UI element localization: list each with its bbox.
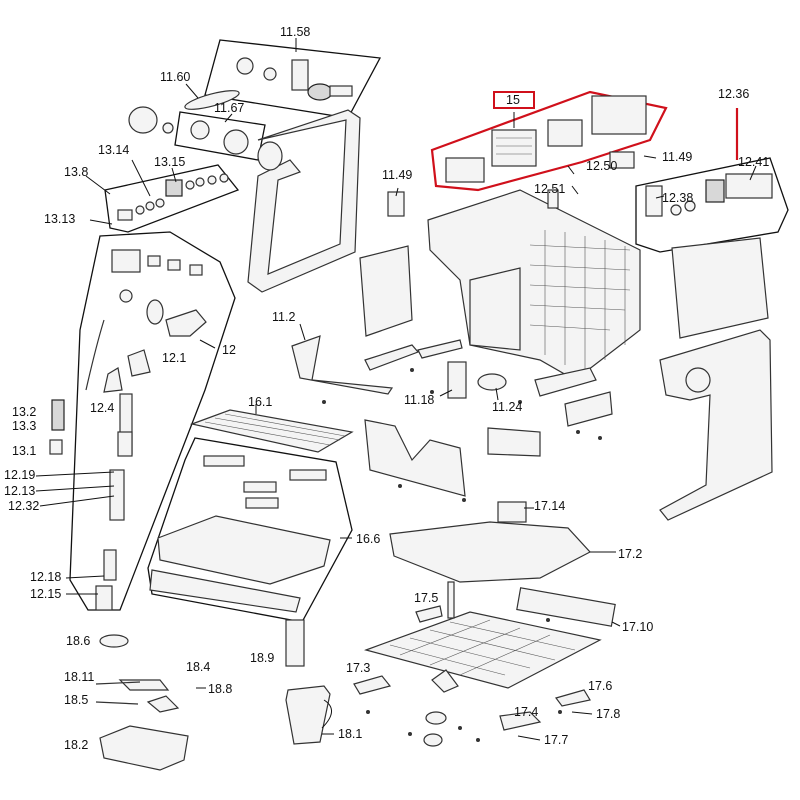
label-12-15: 12.15: [30, 587, 62, 601]
label-15: 15: [506, 93, 520, 107]
base-tray-part: [389, 521, 591, 583]
foot-part-17-4: [499, 711, 542, 731]
group-outline-16-6: [147, 437, 353, 623]
valve-part-11-18: [447, 361, 467, 399]
right-cover-part: [659, 329, 773, 521]
label-13-15: 13.15: [154, 155, 186, 169]
label-12-4: 12.4: [90, 401, 115, 415]
label-16-6: 16.6: [356, 532, 381, 546]
label-18-1: 18.1: [338, 727, 363, 741]
label-18-9: 18.9: [250, 651, 275, 665]
foot-part-17-6: [554, 689, 591, 707]
accessory-tray-part: [99, 725, 189, 771]
label-11-67: 11.67: [214, 101, 245, 115]
trim-part-11-2: [291, 335, 394, 395]
label-11-49-top: 11.49: [662, 150, 693, 164]
control-board-part: [491, 129, 537, 167]
label-12-18: 12.18: [30, 570, 62, 584]
foot-part-17-3: [353, 675, 392, 695]
group-outline-12: [69, 231, 236, 611]
group-outline-11-67: [174, 111, 266, 161]
group-outline-12-36: [635, 157, 789, 253]
highlight-group-15: [430, 90, 668, 192]
label-12-51: 12.51: [534, 182, 566, 196]
frame-arm-left: [247, 109, 361, 293]
label-17-14: 17.14: [534, 499, 566, 513]
label-17-8: 17.8: [596, 707, 621, 721]
label-17-4: 17.4: [514, 705, 539, 719]
label-11-18: 11.18: [404, 393, 435, 407]
label-12: 12: [222, 343, 236, 357]
label-11-2: 11.2: [272, 310, 296, 324]
side-panel-11-49: [359, 245, 413, 337]
label-11-58: 11.58: [280, 25, 311, 39]
drip-grid-part: [189, 409, 354, 453]
label-13-8: 13.8: [64, 165, 89, 179]
label-12-38: 12.38: [662, 191, 694, 205]
burr-part: [128, 106, 158, 134]
motor-bracket-part: [291, 59, 309, 91]
label-13-1: 13.1: [12, 444, 37, 458]
brew-valve-part: [165, 309, 207, 337]
base-grid-part: [364, 611, 602, 689]
filter-part-18-9: [285, 619, 305, 667]
label-17-2: 17.2: [618, 547, 643, 561]
label-18-4: 18.4: [186, 660, 211, 674]
label-17-10: 17.10: [622, 620, 654, 634]
drive-belt-part: [184, 90, 240, 110]
label-17-7: 17.7: [544, 733, 569, 747]
label-18-8: 18.8: [208, 682, 233, 696]
label-12-36: 12.36: [718, 87, 750, 101]
label-18-6: 18.6: [66, 634, 91, 648]
label-11-24: 11.24: [492, 400, 523, 414]
label-12-41: 12.41: [738, 155, 770, 169]
label-17-6: 17.6: [588, 679, 613, 693]
highlight-label-box-15: [493, 91, 535, 109]
label-11-60: 11.60: [160, 70, 191, 84]
label-18-5: 18.5: [64, 693, 89, 707]
label-13-14: 13.14: [98, 143, 130, 157]
label-12-1: 12.1: [162, 351, 187, 365]
label-17-3: 17.3: [346, 661, 371, 675]
label-12-50: 12.50: [586, 159, 618, 173]
label-18-11: 18.11: [64, 670, 95, 684]
group-outline-13-8: [104, 164, 240, 233]
label-13-2: 13.2: [12, 405, 37, 419]
rear-panel-part: [671, 237, 769, 339]
label-13-3: 13.3: [12, 419, 37, 433]
front-bracket-part: [364, 419, 466, 497]
label-12-32: 12.32: [8, 499, 40, 513]
label-12-13: 12.13: [4, 484, 36, 498]
drip-tray-part: [157, 515, 331, 585]
rail-part-17-10: [516, 587, 616, 627]
label-18-2: 18.2: [64, 738, 89, 752]
cleaning-disc-part: [99, 634, 129, 648]
display-board-part: [591, 95, 647, 135]
label-16-1: 16.1: [248, 395, 273, 409]
gear-part: [236, 57, 254, 75]
label-17-5: 17.5: [414, 591, 439, 605]
label-12-19: 12.19: [4, 468, 36, 482]
label-11-49-left: 11.49: [382, 168, 413, 182]
milk-pitcher-part: [285, 685, 331, 745]
label-13-13: 13.13: [44, 212, 76, 226]
sensor-part: [51, 399, 65, 431]
